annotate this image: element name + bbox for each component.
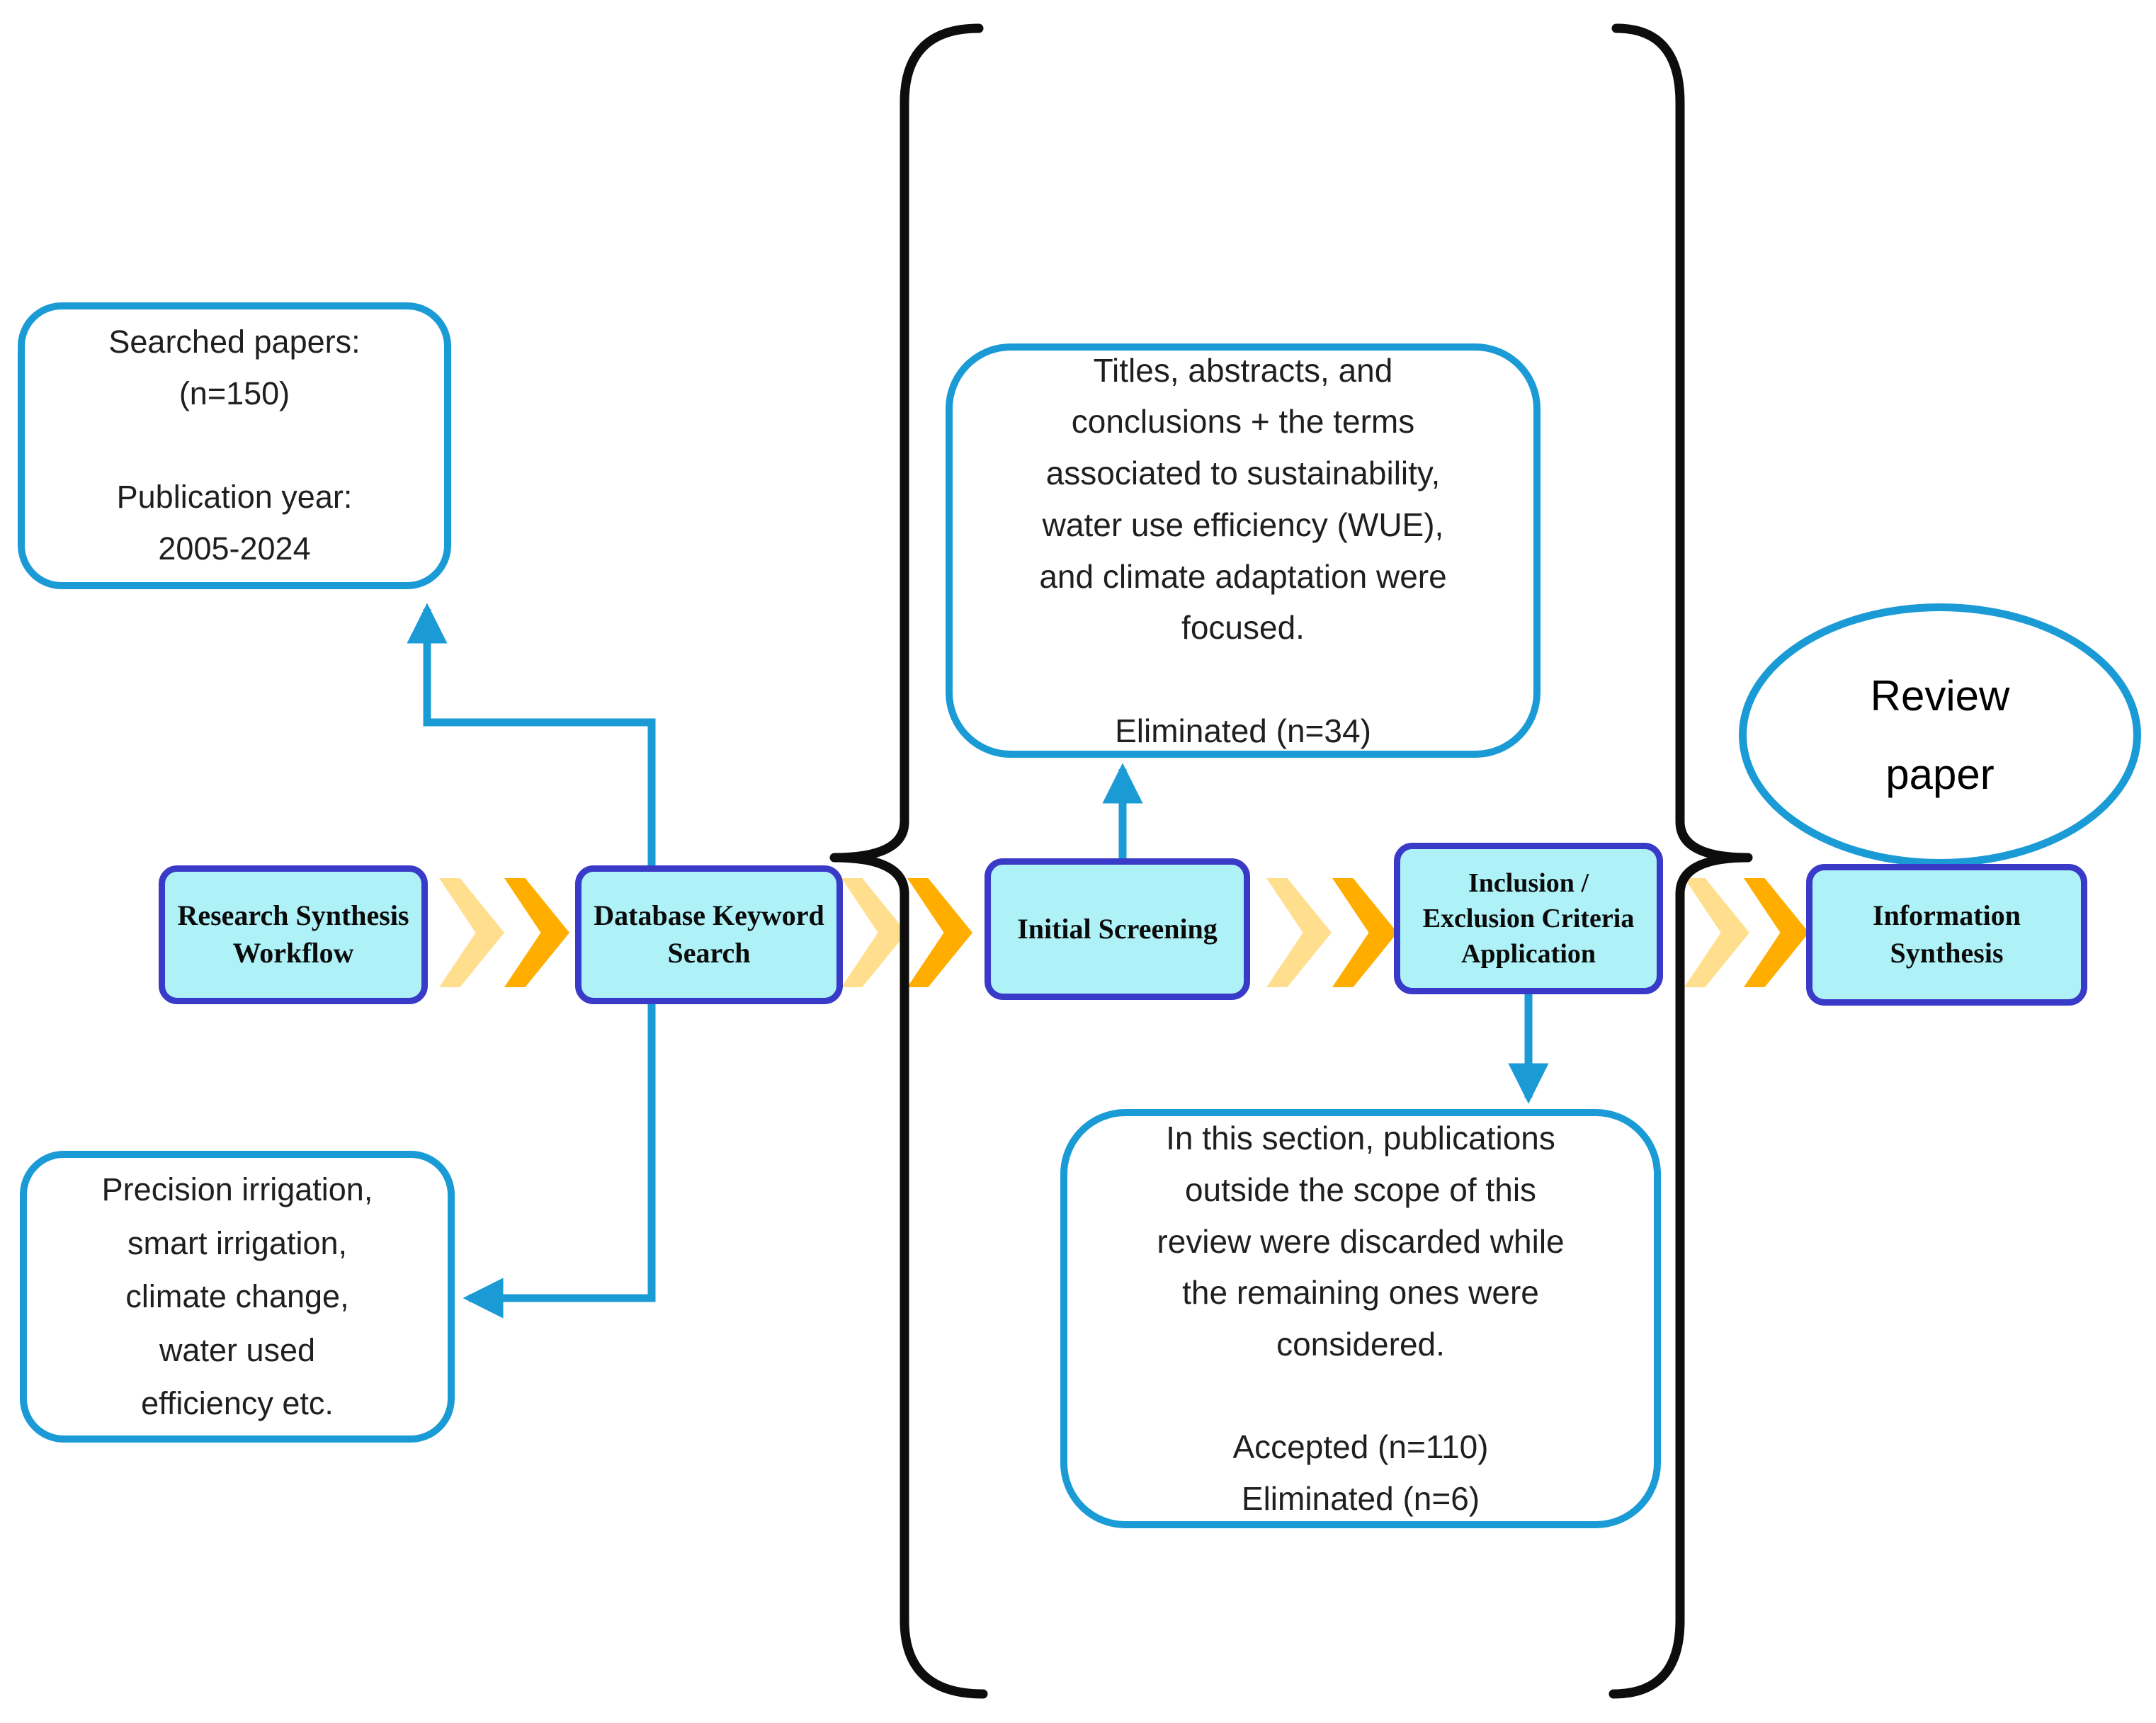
text-line: conclusions + the terms xyxy=(1071,403,1415,440)
text-line: Research Synthesis xyxy=(177,899,409,932)
text-line: 2005-2024 xyxy=(158,530,311,567)
text-line xyxy=(1067,1370,1654,1422)
text-line: Accepted (n=110) xyxy=(1232,1428,1489,1466)
text-line: Database Keyword xyxy=(594,899,824,932)
text-line: Precision irrigation, xyxy=(101,1171,373,1208)
text-line: Eliminated (n=34) xyxy=(1115,712,1371,749)
text-line: climate change, xyxy=(125,1278,349,1315)
text-line: the remaining ones were xyxy=(1182,1274,1539,1312)
text-line: Workflow xyxy=(232,937,354,969)
text-line: focused. xyxy=(1181,609,1305,647)
text-line: outside the scope of this xyxy=(1184,1171,1537,1208)
text-line: Searched papers: xyxy=(108,324,361,360)
callout-search-keywords: Precision irrigation, smart irrigation, cl… xyxy=(20,1151,455,1443)
text-line: Eliminated (n=6) xyxy=(1241,1480,1480,1518)
text-line: review were discarded while xyxy=(1157,1222,1565,1260)
connector-database-to-keywords-arrow xyxy=(463,963,656,1319)
text-line: water use efficiency (WUE), xyxy=(1042,506,1444,543)
review-paper-ellipse: Review paper xyxy=(1739,603,2141,867)
text-line: and climate adaptation were xyxy=(1039,557,1447,595)
callout-criteria-note: In this section, publications outside the… xyxy=(1060,1109,1661,1528)
text-line: paper xyxy=(1885,751,1995,798)
text-line: Information xyxy=(1873,899,2021,932)
text-line: Synthesis xyxy=(1890,937,2004,969)
text-line: considered. xyxy=(1276,1326,1445,1363)
text-line: Exclusion Criteria xyxy=(1422,903,1635,933)
text-line: efficiency etc. xyxy=(141,1385,334,1422)
text-line: (n=150) xyxy=(178,375,290,412)
text-line: water used xyxy=(159,1331,316,1368)
connector-database-to-searched-papers-arrow xyxy=(407,603,656,906)
text-line: Search xyxy=(667,937,751,969)
text-line: Application xyxy=(1460,939,1596,969)
text-line: smart irrigation, xyxy=(127,1224,348,1261)
text-line: Initial Screening xyxy=(1017,912,1218,945)
text-line: Inclusion / xyxy=(1468,868,1589,898)
text-line: Publication year: xyxy=(116,478,353,515)
step-initial-screening: Initial Screening xyxy=(985,858,1250,1000)
text-line: associated to sustainability, xyxy=(1045,455,1441,492)
text-line xyxy=(953,654,1533,705)
text-line: Titles, abstracts, and xyxy=(1093,351,1393,389)
callout-screening-note: Titles, abstracts, and conclusions + the … xyxy=(946,343,1541,758)
text-line: In this section, publications xyxy=(1166,1120,1555,1157)
text-line xyxy=(25,420,444,472)
callout-searched-papers: Searched papers: (n=150) Publication year:… xyxy=(18,302,451,589)
text-line: Review xyxy=(1870,672,2010,720)
